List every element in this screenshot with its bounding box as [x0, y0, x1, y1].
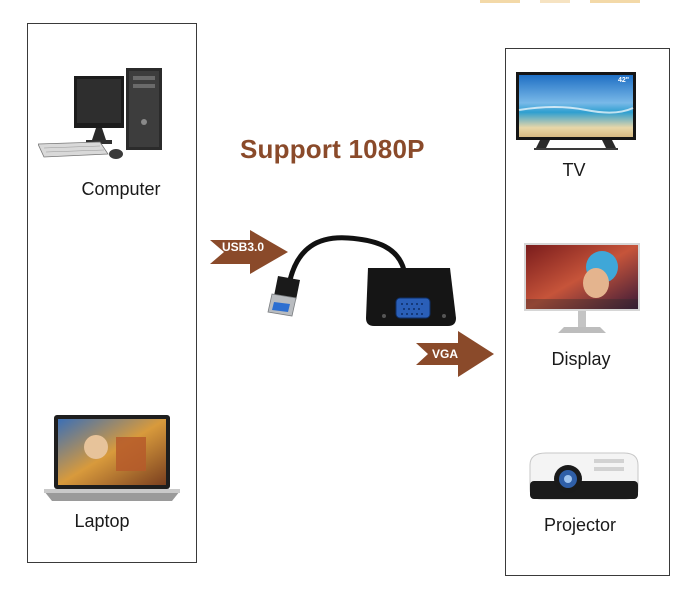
- device-label-tv: TV: [562, 160, 586, 180]
- device-label-computer: Computer: [81, 179, 161, 199]
- top-decoration: [480, 0, 640, 3]
- usb-input-label: USB3.0: [222, 240, 265, 254]
- usb-input-arrow: [210, 230, 288, 274]
- vga-output-arrow: [416, 331, 494, 377]
- tv-screen-size-badge: 42": [618, 77, 630, 84]
- projector-icon: [529, 452, 639, 500]
- tv-icon: [516, 72, 636, 150]
- laptop-icon: [44, 415, 180, 501]
- headline: Support 1080P: [240, 134, 425, 164]
- device-label-display: Display: [551, 349, 611, 369]
- usb-to-vga-adapter: [267, 235, 456, 326]
- desktop-computer-icon: [38, 68, 162, 159]
- device-label-laptop: Laptop: [74, 511, 130, 531]
- device-label-projector: Projector: [543, 515, 617, 535]
- vga-output-label: VGA: [432, 347, 459, 361]
- monitor-icon: [524, 243, 640, 333]
